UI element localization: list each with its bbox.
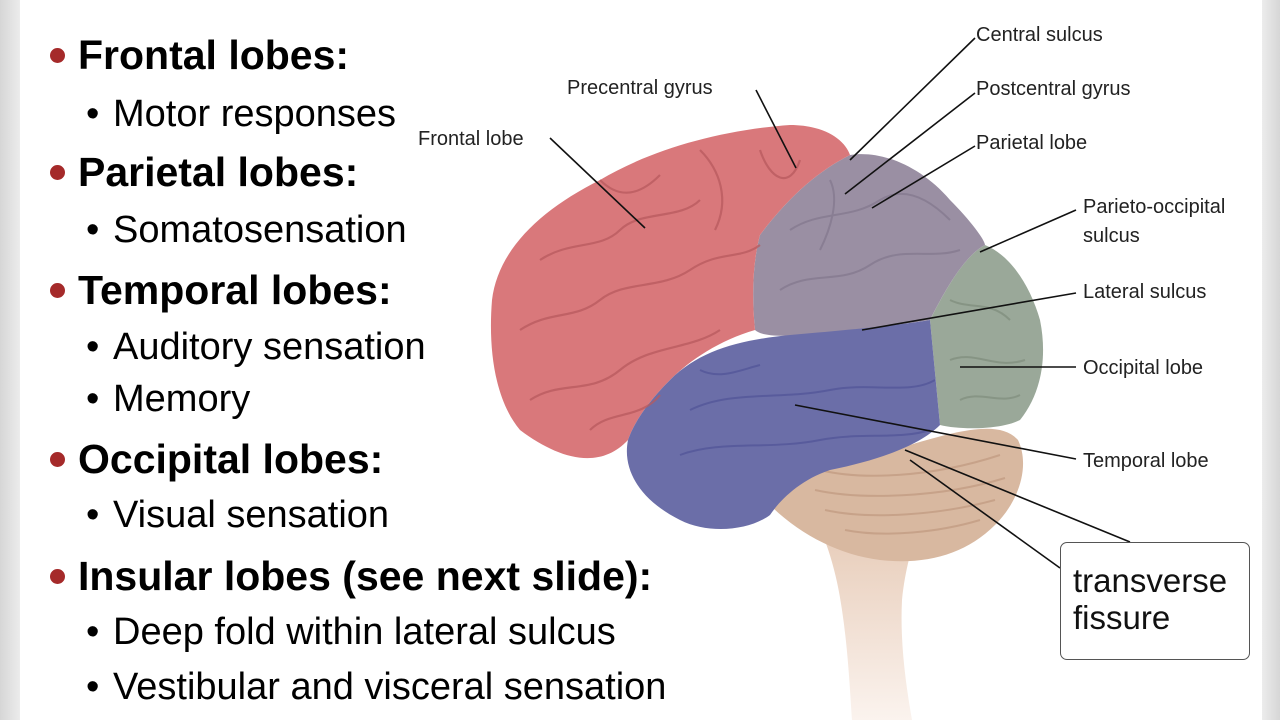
frontal-lobe-region — [490, 125, 850, 459]
transverse-fissure-callout: transverse fissure — [1060, 542, 1250, 660]
label-lateral-sulcus: Lateral sulcus — [1083, 281, 1206, 303]
right-margin — [1262, 0, 1280, 720]
label-parieto-occipital-line2: sulcus — [1083, 225, 1140, 247]
parietal-lobe-region — [753, 154, 985, 336]
label-parietal-lobe: Parietal lobe — [976, 132, 1087, 154]
label-postcentral-gyrus: Postcentral gyrus — [976, 78, 1131, 100]
occipital-lobe-region — [930, 245, 1044, 429]
label-parieto-occipital-line1: Parieto-occipital — [1083, 196, 1225, 218]
label-precentral-gyrus: Precentral gyrus — [567, 77, 713, 99]
label-central-sulcus: Central sulcus — [976, 24, 1103, 46]
callout-line2: fissure — [1073, 598, 1171, 636]
label-temporal-lobe: Temporal lobe — [1083, 450, 1209, 472]
left-margin — [0, 0, 20, 720]
label-frontal-lobe: Frontal lobe — [418, 128, 524, 150]
label-occipital-lobe: Occipital lobe — [1083, 357, 1203, 379]
callout-line1: transverse — [1073, 562, 1228, 599]
